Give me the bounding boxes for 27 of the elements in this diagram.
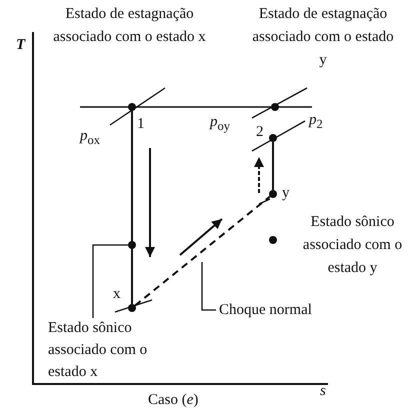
point-dot bbox=[128, 304, 136, 312]
point-dot bbox=[128, 241, 136, 249]
process-line bbox=[272, 142, 274, 190]
annotation-text: Estado sônico associado com o estado x bbox=[48, 317, 148, 383]
point-label: 2 bbox=[256, 123, 264, 142]
annotation-text: Estado sônico associado com o estado y bbox=[302, 213, 404, 278]
annotation-text: Estado de estagnação associado com o estado y bbox=[251, 5, 395, 70]
point-dot bbox=[269, 134, 277, 142]
shock-line bbox=[134, 196, 271, 306]
caption: Caso (e) bbox=[148, 391, 198, 410]
axis-label: T bbox=[16, 36, 26, 55]
point-dot bbox=[269, 190, 277, 198]
point-dot bbox=[128, 103, 136, 111]
process-line bbox=[131, 111, 133, 304]
point-label: 1 bbox=[137, 115, 144, 134]
leader-line bbox=[92, 244, 128, 318]
axis-label: s bbox=[320, 382, 326, 401]
annotation-text: Estado de estagnação associado com o estado x bbox=[52, 5, 207, 47]
pressure-label: p$_{oy}$ bbox=[210, 113, 230, 135]
point-dot bbox=[271, 103, 279, 111]
pressure-label: p$_{2}$ bbox=[309, 111, 323, 133]
point-dot bbox=[269, 236, 277, 244]
pressure-label: p$_{ox}$ bbox=[80, 127, 100, 149]
annotation-text: Choque normal bbox=[219, 299, 359, 321]
point-label: x bbox=[113, 285, 120, 304]
point-label: y bbox=[282, 184, 290, 203]
leader-line bbox=[201, 262, 216, 311]
